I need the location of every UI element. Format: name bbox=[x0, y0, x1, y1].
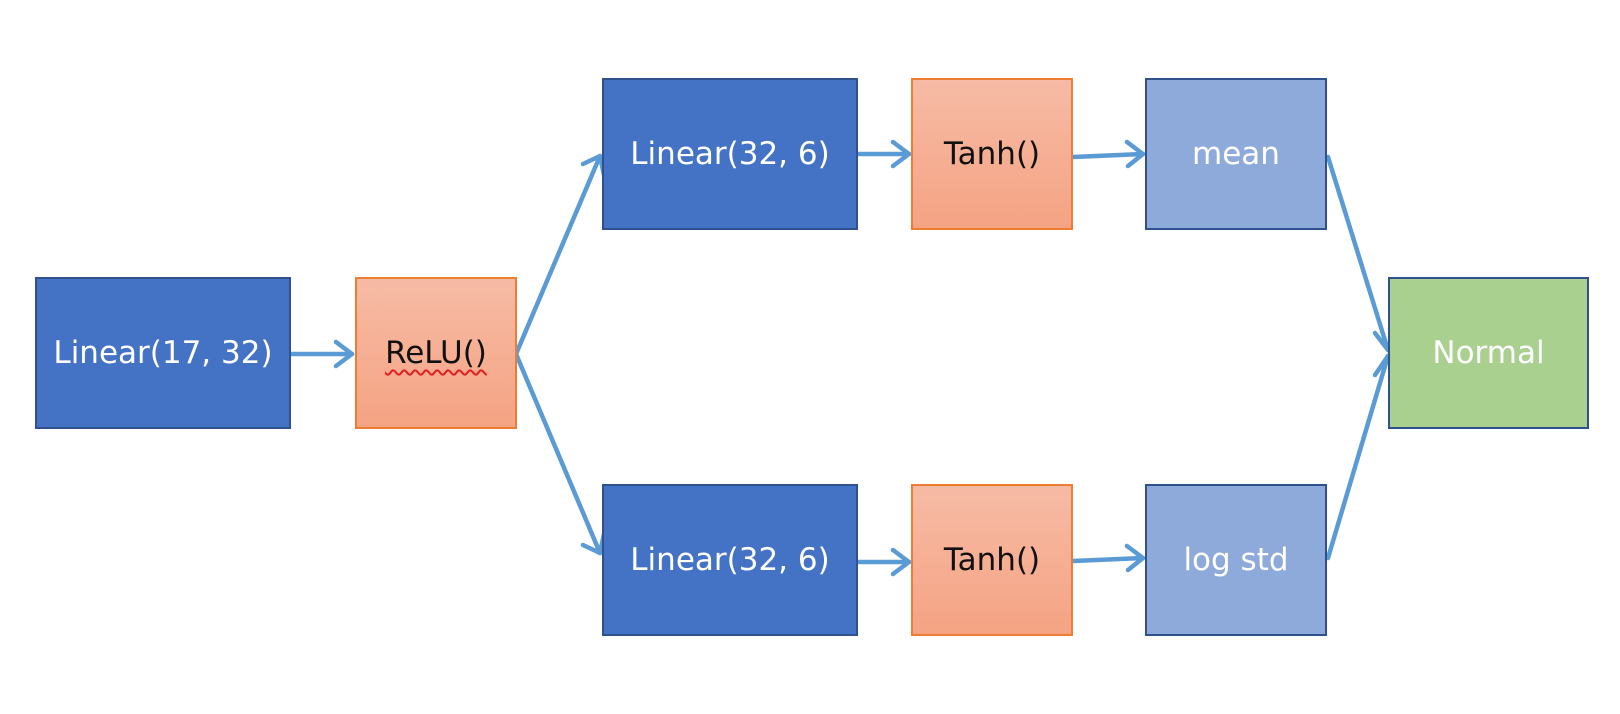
relu-activation: ReLU() bbox=[355, 277, 517, 429]
logstd-label: log std bbox=[1183, 542, 1289, 578]
linear-mean-layer: Linear(32, 6) bbox=[602, 78, 858, 230]
tanh-mean-activation: Tanh() bbox=[911, 78, 1073, 230]
tanh-mean-label: Tanh() bbox=[943, 136, 1041, 172]
arrow-tanh-logstd-to-logstd bbox=[1070, 543, 1146, 573]
normal-label: Normal bbox=[1432, 335, 1545, 371]
mean-label: mean bbox=[1192, 136, 1280, 172]
logstd-output: log std bbox=[1145, 484, 1327, 636]
arrow-tanh-mean-to-mean bbox=[1070, 139, 1146, 169]
tanh-logstd-label: Tanh() bbox=[943, 542, 1041, 578]
mean-output: mean bbox=[1145, 78, 1327, 230]
linear-input-layer: Linear(17, 32) bbox=[35, 277, 291, 429]
arrow-relu-to-linear-mean bbox=[513, 153, 607, 357]
linear-mean-label: Linear(32, 6) bbox=[630, 136, 830, 172]
linear-input-label: Linear(17, 32) bbox=[53, 335, 273, 371]
arrow-linear-mean-to-tanh-mean bbox=[856, 139, 912, 169]
arrow-mean-to-normal bbox=[1325, 154, 1400, 353]
arrow-linear-in-to-relu bbox=[288, 339, 355, 369]
arrow-linear-logstd-to-tanh-logstd bbox=[856, 547, 912, 577]
tanh-logstd-activation: Tanh() bbox=[911, 484, 1073, 636]
linear-logstd-layer: Linear(32, 6) bbox=[602, 484, 858, 636]
normal-distribution: Normal bbox=[1388, 277, 1589, 429]
arrow-logstd-to-normal bbox=[1325, 353, 1400, 561]
linear-logstd-label: Linear(32, 6) bbox=[630, 542, 830, 578]
arrow-relu-to-linear-logstd bbox=[513, 351, 607, 556]
relu-label: ReLU() bbox=[385, 335, 487, 371]
